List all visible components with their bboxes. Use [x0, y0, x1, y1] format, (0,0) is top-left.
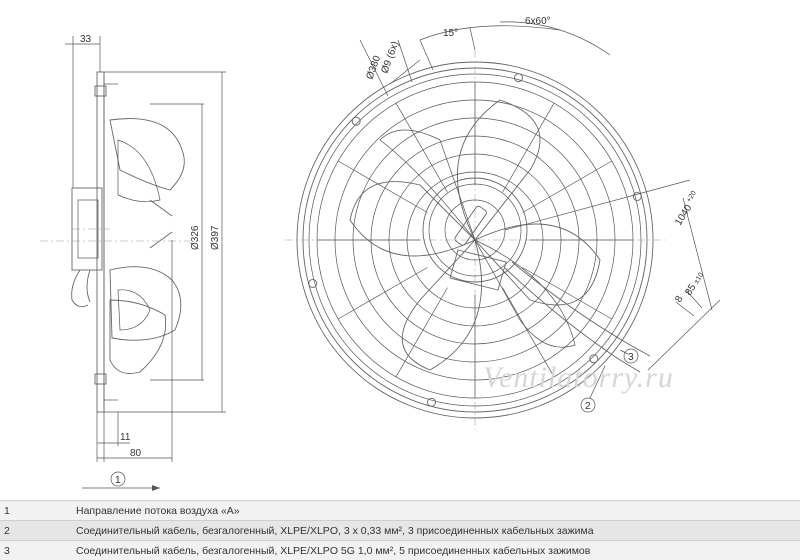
- dim-end-length: 8: [673, 294, 686, 305]
- dim-holes: Ø9 (6x): [379, 40, 401, 75]
- dim-shaft-dia: Ø326: [190, 225, 201, 250]
- guard-spoke: [503, 103, 555, 192]
- watermark: Ventilatorry.ru: [483, 361, 674, 394]
- callout-1: 1: [115, 475, 121, 486]
- dim-cable-length: 1040: [673, 203, 694, 228]
- svg-text:1040 +20: 1040 +20: [672, 190, 702, 228]
- dim-side-offset: 33: [80, 34, 92, 45]
- legend-text: Соединительный кабель, безгалогенный, XL…: [72, 521, 800, 541]
- dim-angle-offset: 15°: [443, 28, 458, 39]
- legend-text: Соединительный кабель, безгалогенный, XL…: [72, 541, 800, 560]
- dim-depth-total: 80: [130, 448, 142, 459]
- mounting-hole: [309, 279, 317, 287]
- guard-spoke: [396, 103, 448, 192]
- legend-number: 1: [0, 501, 72, 521]
- guard-spoke: [338, 268, 427, 320]
- guard-spoke: [523, 268, 612, 320]
- dim-outer-dia: Ø397: [210, 225, 221, 250]
- dim-angle-step: 6x60°: [525, 16, 551, 27]
- fan-technical-drawing: 33 Ø326 Ø397 11 80 1: [0, 0, 800, 500]
- legend-number: 2: [0, 521, 72, 541]
- dim-cable-length-tol: +20: [686, 190, 698, 204]
- mounting-hole: [514, 74, 522, 82]
- svg-text:85 ±10: 85 ±10: [683, 270, 706, 298]
- legend-text: Направление потока воздуха «A»: [72, 501, 800, 521]
- dim-strip-length-tol: ±10: [693, 272, 705, 286]
- legend-number: 3: [0, 541, 72, 560]
- guard-spoke: [338, 161, 427, 213]
- side-view: 33 Ø326 Ø397 11 80 1: [40, 34, 226, 491]
- dim-depth-front: 11: [120, 432, 131, 443]
- callout-2: 2: [585, 401, 591, 412]
- mounting-hole: [428, 398, 436, 406]
